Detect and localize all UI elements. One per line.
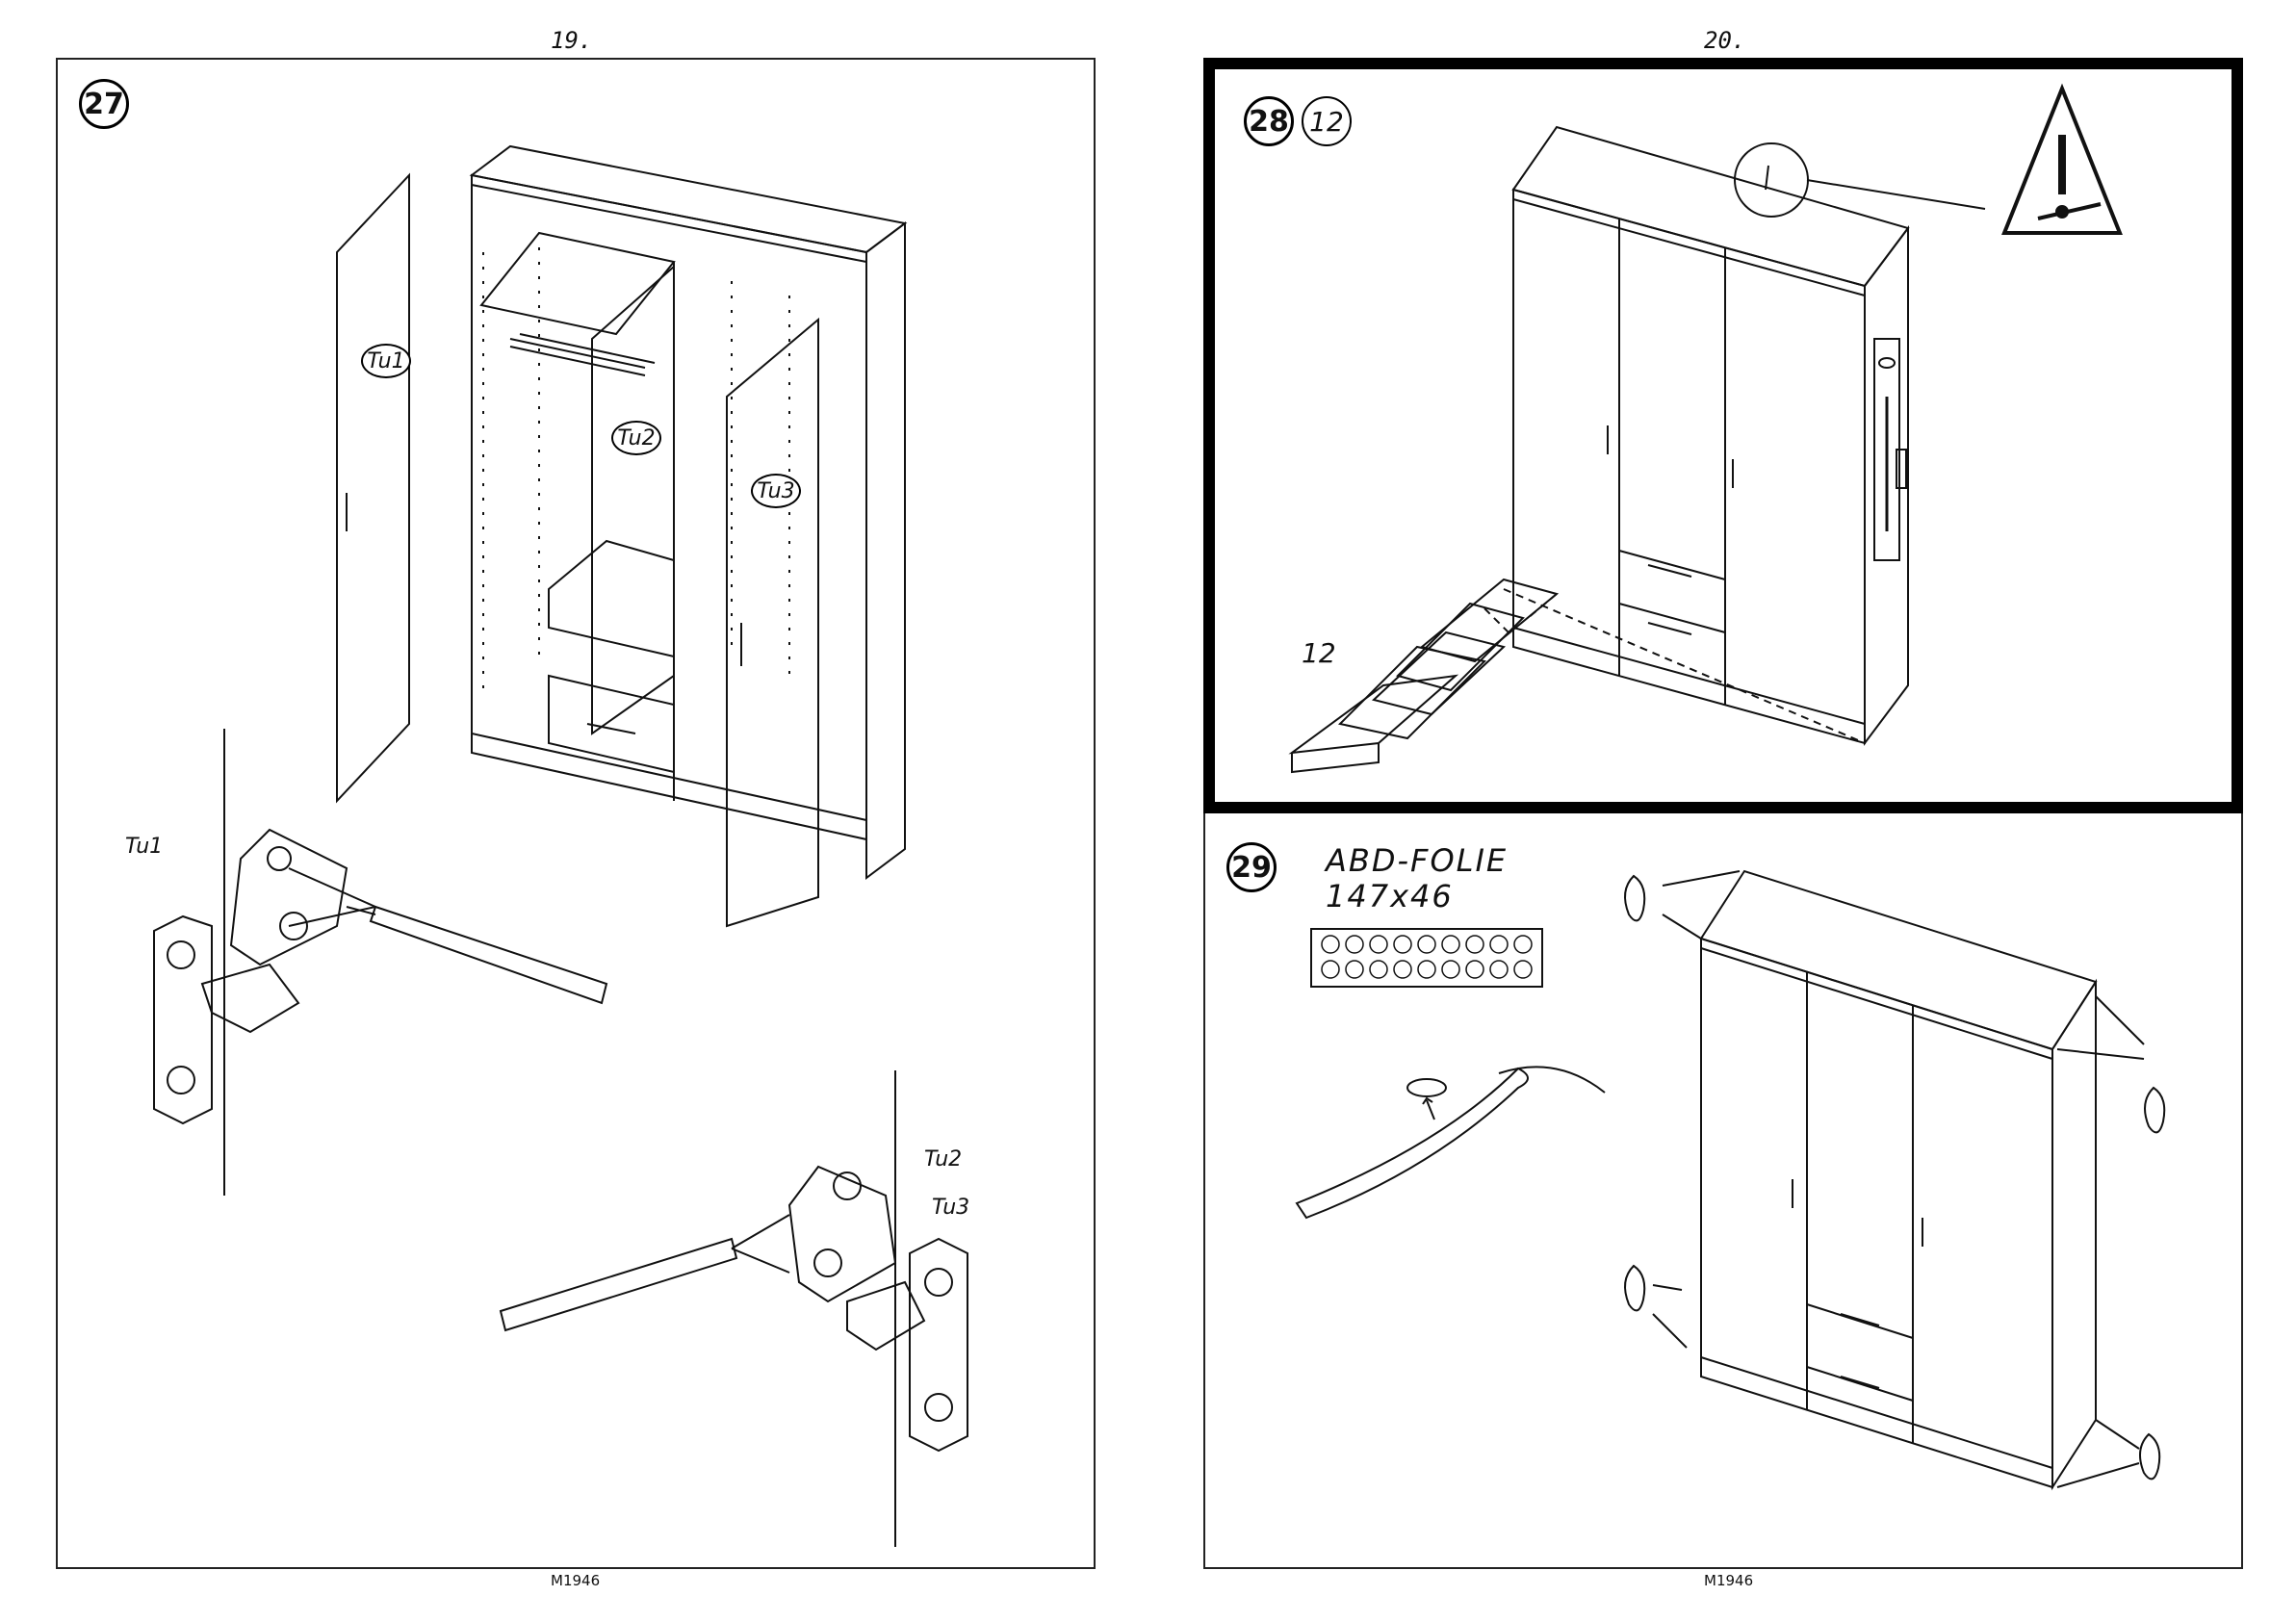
hinge-label-tu3: Tu3	[932, 1196, 969, 1220]
page-number-left: 19.	[551, 27, 592, 54]
foil-size: 147x46	[1326, 878, 1454, 914]
model-code-left: M1946	[551, 1572, 600, 1589]
door-label-tu2: Tu2	[611, 421, 661, 455]
door-label-tu3: Tu3	[751, 474, 801, 508]
step-28-panel: 28 12 12	[1203, 58, 2243, 813]
hinge-label-tu2: Tu2	[924, 1147, 962, 1171]
step-number-badge: 28	[1244, 96, 1294, 146]
quantity-badge: 12	[1302, 96, 1352, 146]
step-27-panel: 27 Tu1 Tu2 Tu3 Tu1 Tu2 Tu3	[56, 58, 1096, 1569]
wardrobe-adhesive-pads-drawing	[1205, 813, 2245, 1569]
page-number-right: 20.	[1704, 27, 1745, 54]
foil-name: ABD-FOLIE	[1326, 842, 1508, 879]
hinge-label-tu1: Tu1	[125, 835, 163, 859]
step-number-badge: 29	[1226, 842, 1277, 892]
step-29-panel: 29 ABD-FOLIE 147x46	[1203, 813, 2243, 1569]
wardrobe-felt-pads-drawing	[1215, 69, 2232, 802]
step-number-badge: 27	[79, 79, 129, 129]
wardrobe-open-doors-drawing	[58, 60, 1097, 1571]
model-code-right: M1946	[1704, 1572, 1753, 1589]
door-label-tu1: Tu1	[361, 344, 411, 378]
pads-count-label: 12	[1302, 637, 1336, 669]
